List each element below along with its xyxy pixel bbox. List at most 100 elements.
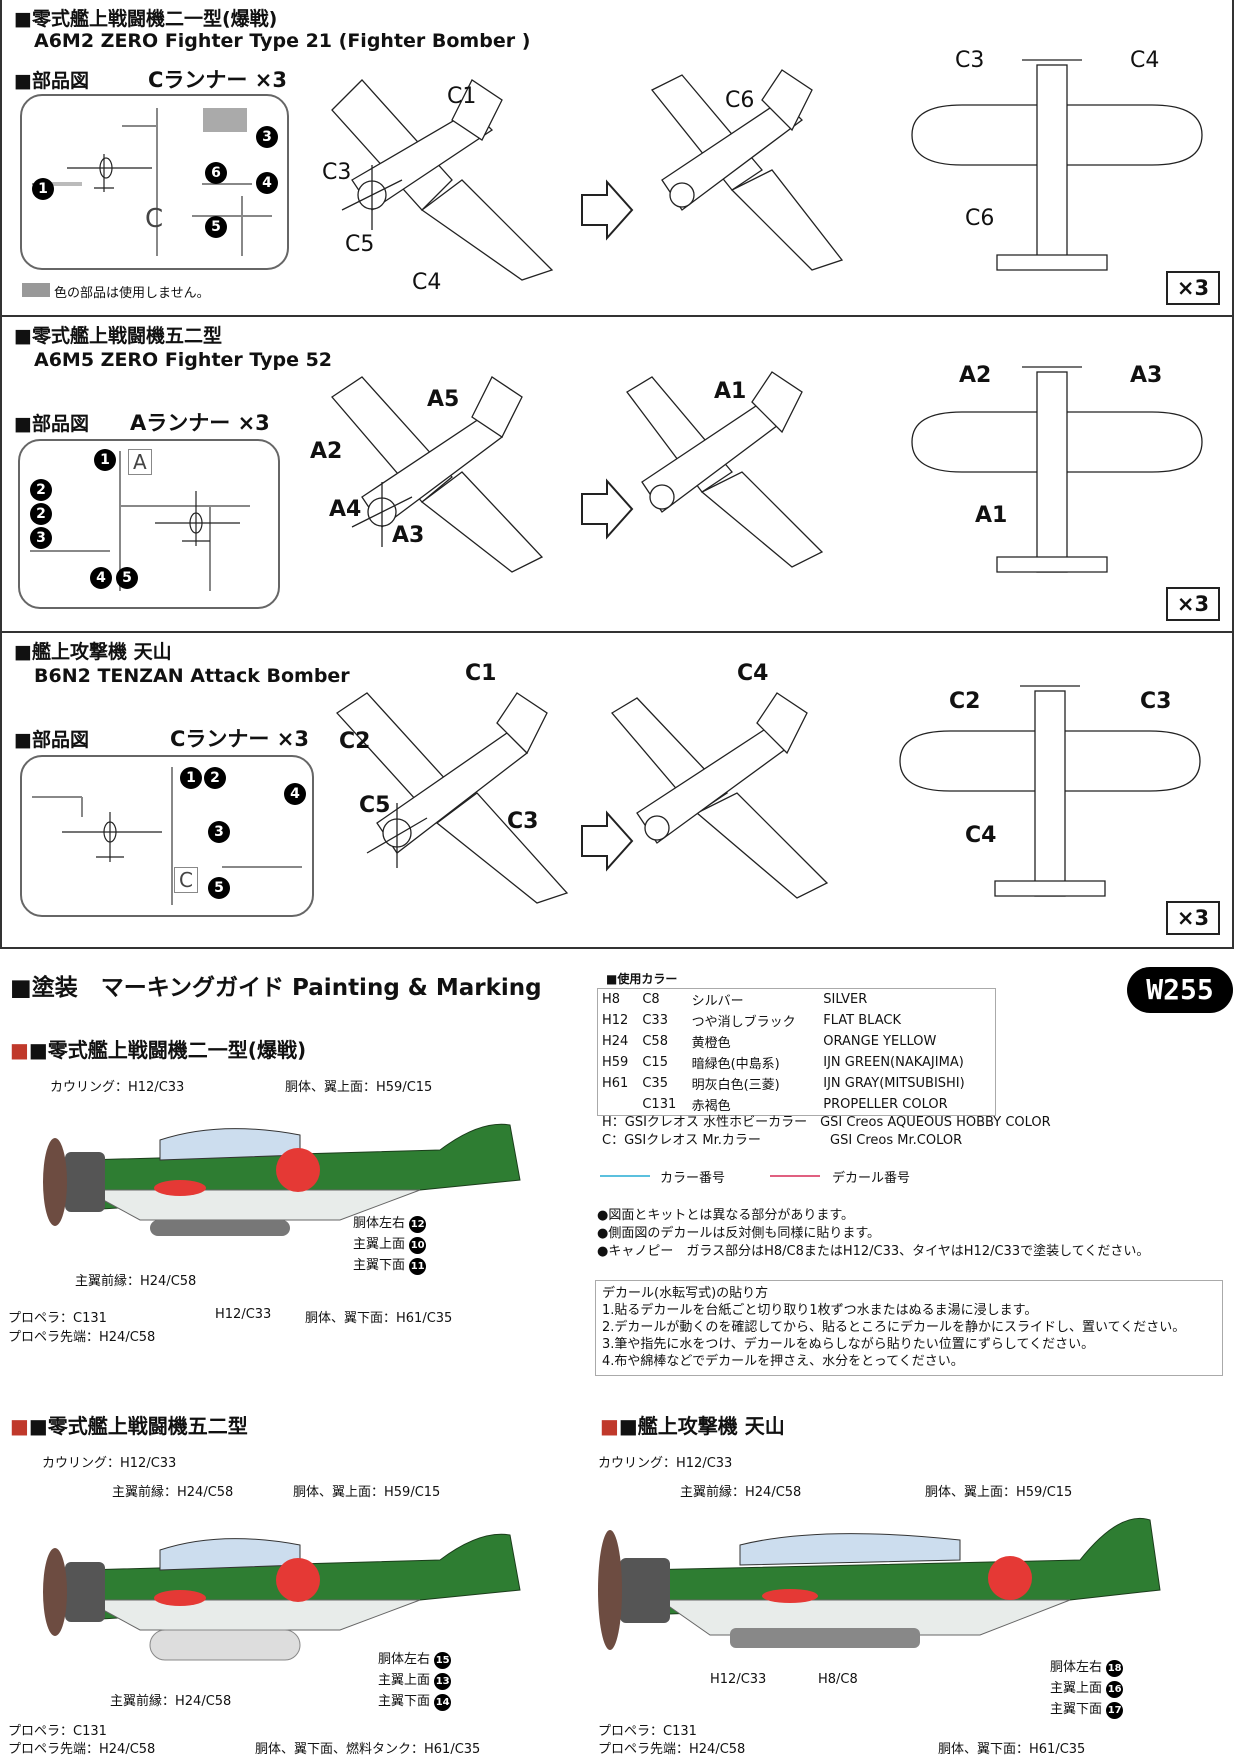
parts-runner: C 1 3 6 4 5	[20, 94, 289, 270]
runner-diagram	[32, 108, 272, 256]
part-number: 3	[30, 527, 52, 549]
assembly-drawing-step2	[611, 692, 829, 899]
part-number: 1	[180, 767, 202, 789]
note: ●キャノピー ガラス部分はH8/C8またはH12/C33、タイヤはH12/C33…	[597, 1244, 1150, 1259]
plan-view-drawing	[899, 685, 1201, 897]
callout: C3	[955, 48, 985, 73]
color-cell: IJN GREEN(NAKAJIMA)	[823, 1055, 964, 1070]
label-lower: 胴体、翼下面、燃料タンク：H61/C35	[255, 1742, 481, 1757]
label-leading: 主翼前縁：H24/C58	[680, 1485, 802, 1500]
decal-label-text: 主翼上面	[353, 1237, 406, 1252]
color-cell: H61	[602, 1076, 629, 1091]
section-subtitle: A6M5 ZERO Fighter Type 52	[34, 349, 333, 371]
callout: C4	[412, 270, 442, 295]
decal-instructions: デカール(水転写式)の貼り方 1.貼るデカールを台紙ごと切り取り1枚ずつ水または…	[595, 1280, 1223, 1376]
note: ●側面図のデカールは反対側も同様に貼ります。	[597, 1226, 881, 1241]
decal-step: 1.貼るデカールを台紙ごと切り取り1枚ずつ水またはぬるま湯に浸します。	[602, 1303, 1038, 1318]
runner-letter: C	[145, 204, 164, 234]
decal-number: 17	[1106, 1702, 1124, 1719]
decal-label: 主翼上面 13	[378, 1669, 452, 1690]
color-cell: H24	[602, 1034, 629, 1049]
part-number: 5	[116, 567, 138, 589]
callout: A4	[329, 497, 362, 522]
label-leading-top: 主翼前縁：H24/C58	[112, 1485, 234, 1500]
callout: A2	[310, 439, 343, 464]
profile-title-text: ■艦上攻撃機 天山	[618, 1414, 785, 1438]
profile-title-text: ■零式艦上戦闘機二一型(爆戦)	[28, 1038, 307, 1062]
label-upper: 胴体、翼上面：H59/C15	[293, 1485, 441, 1500]
assembly-panel-type52: ■零式艦上戦闘機五二型 A6M5 ZERO Fighter Type 52 ■部…	[0, 315, 1234, 633]
callout: A3	[1130, 363, 1163, 388]
callout: C2	[339, 729, 371, 754]
color-cell: PROPELLER COLOR	[823, 1097, 948, 1112]
parts-runner: A 1 2 2 3 4 5	[18, 439, 280, 609]
assembly-drawing-step2	[650, 69, 844, 271]
callout: C4	[737, 661, 769, 686]
color-cell: 暗緑色(中島系)	[691, 1057, 780, 1072]
part-number: 6	[205, 162, 227, 184]
profile-title: ■■零式艦上戦闘機五二型	[10, 1414, 248, 1438]
profile-drawing	[43, 1123, 521, 1236]
section-title: ■零式艦上戦闘機五二型	[14, 325, 222, 347]
color-cell: C131	[642, 1097, 677, 1112]
part-number: 5	[208, 877, 230, 899]
decal-label: 主翼上面 16	[1050, 1677, 1124, 1698]
label-cowling: カウリング：H12/C33	[50, 1080, 185, 1095]
part-number: 1	[94, 449, 116, 471]
color-cell: 赤褐色	[691, 1099, 731, 1114]
decal-number: 18	[1106, 1660, 1124, 1677]
decal-step: 3.筆や指先に水をつけ、デカールをぬらしながら貼りたい位置にずらしてください。	[602, 1337, 1095, 1352]
assembly-drawing-step1	[336, 692, 569, 904]
color-cell: C33	[642, 1013, 668, 1028]
assembly-drawing-step1	[331, 79, 554, 281]
color-cell: C35	[642, 1076, 668, 1091]
colors-title: ■使用カラー	[606, 972, 678, 986]
decal-label: 胴体左右 15	[378, 1648, 452, 1669]
runner-letter: A	[128, 449, 152, 475]
callout: C5	[359, 793, 391, 818]
callout: C4	[1130, 48, 1160, 73]
plan-view-drawing	[911, 366, 1203, 573]
color-cell: つや消しブラック	[691, 1015, 796, 1030]
callout: A1	[975, 503, 1008, 528]
part-number: 5	[205, 216, 227, 238]
profile-title-text: ■零式艦上戦闘機五二型	[28, 1414, 248, 1438]
note: ●図面とキットとは異なる部分があります。	[597, 1208, 855, 1223]
callout: C6	[725, 88, 755, 113]
decal-label-text: 主翼下面	[1050, 1702, 1103, 1717]
label-black: H12/C33	[215, 1307, 272, 1322]
label-lower: 胴体、翼下面：H61/C35	[305, 1311, 453, 1326]
decal-step: 4.布や綿棒などでデカールを押さえ、水分をとってください。	[602, 1354, 964, 1369]
assembly-panel-tenzan: ■艦上攻撃機 天山 B6N2 TENZAN Attack Bomber ■部品図…	[0, 631, 1234, 949]
label-cowling: カウリング：H12/C33	[42, 1456, 177, 1471]
callout: C5	[345, 232, 375, 257]
profile-drawing	[598, 1517, 1161, 1650]
color-cell: SILVER	[823, 992, 868, 1007]
part-number: 2	[30, 479, 52, 501]
decal-label: 主翼上面 10	[353, 1233, 427, 1254]
decal-label: 胴体左右 12	[353, 1212, 427, 1233]
callout: C1	[447, 84, 477, 109]
label-silver: H8/C8	[818, 1672, 858, 1687]
part-number: 1	[32, 178, 54, 200]
color-cell: FLAT BLACK	[823, 1013, 901, 1028]
label-upper: 胴体、翼上面：H59/C15	[925, 1485, 1073, 1500]
profile-title: ■■艦上攻撃機 天山	[600, 1414, 785, 1438]
section-subtitle: A6M2 ZERO Fighter Type 21 (Fighter Bombe…	[34, 30, 531, 52]
decal-number: 12	[409, 1216, 427, 1233]
callout: C6	[965, 206, 995, 231]
label-black: H12/C33	[710, 1672, 767, 1687]
callout: C3	[507, 809, 539, 834]
decal-number: 11	[409, 1258, 427, 1275]
assembly-drawing-step1	[331, 376, 544, 573]
profile-drawing	[43, 1533, 521, 1661]
color-cell: 黄橙色	[691, 1036, 731, 1051]
label-prop: プロペラ：C131	[8, 1311, 107, 1326]
legend-c: C：GSIクレオス Mr.カラー GSI Creos Mr.COLOR	[602, 1133, 963, 1148]
decal-label-text: 主翼上面	[378, 1673, 431, 1688]
callout: A3	[392, 523, 425, 548]
decal-label: 主翼下面 14	[378, 1690, 452, 1711]
color-number-label: カラー番号	[660, 1171, 726, 1186]
